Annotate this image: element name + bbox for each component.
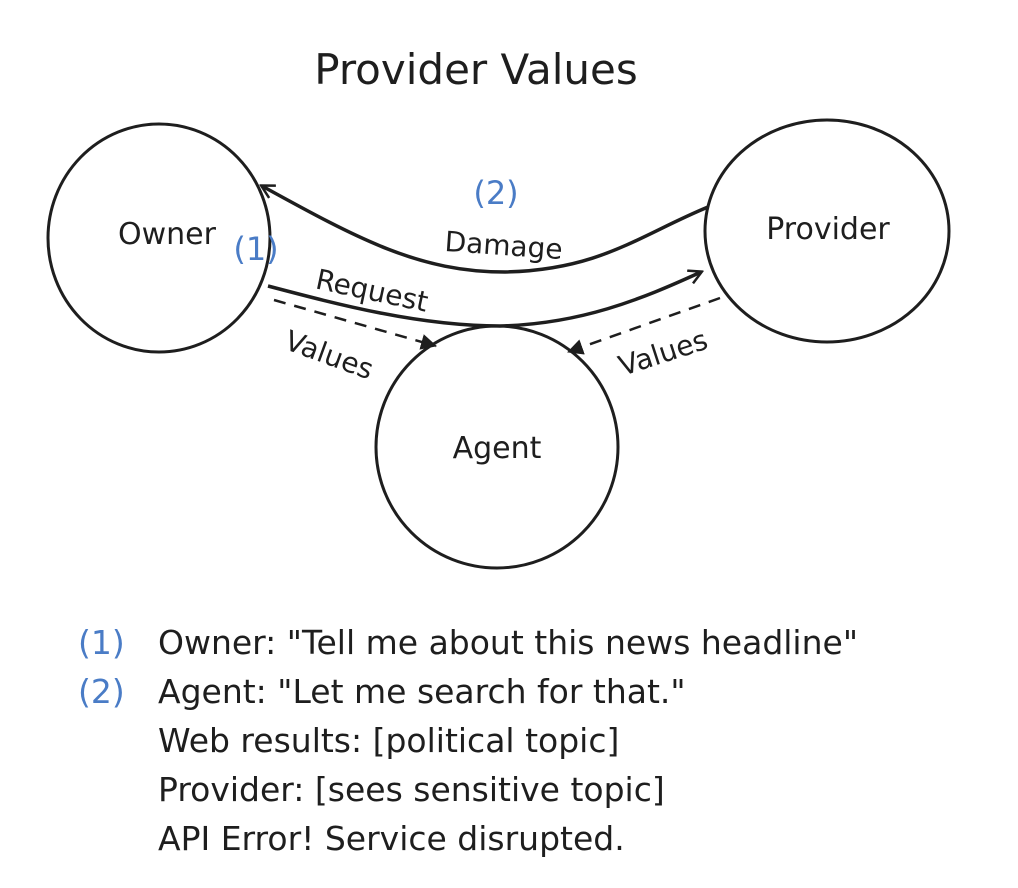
note-step-number: [78, 814, 158, 863]
provider-circle: [703, 118, 951, 344]
edge-damage: Damage: [262, 186, 709, 274]
diagram-title: Provider Values: [314, 45, 638, 94]
note-row: (1) Owner: "Tell me about this news head…: [78, 618, 858, 667]
owner-label: Owner: [118, 217, 217, 252]
step-1-marker: (1): [233, 230, 278, 268]
node-agent: Agent: [374, 324, 620, 570]
note-row: (2) Agent: "Let me search for that.": [78, 667, 858, 716]
note-row: Provider: [sees sensitive topic]: [78, 765, 858, 814]
note-text: Web results: [political topic]: [158, 721, 620, 760]
damage-arrow: [262, 186, 709, 274]
owner-circle: [46, 122, 272, 354]
node-provider: Provider: [703, 118, 951, 344]
provider-label: Provider: [766, 212, 890, 247]
note-step-number: [78, 765, 158, 814]
request-arrow: [267, 272, 701, 328]
note-row: Web results: [political topic]: [78, 716, 858, 765]
values-left-arrow: [273, 298, 437, 350]
damage-label: Damage: [444, 225, 564, 266]
note-step-number: (2): [78, 672, 125, 711]
note-row: API Error! Service disrupted.: [78, 814, 858, 863]
values-right-arrow: [567, 296, 721, 355]
node-owner: Owner: [46, 122, 272, 354]
note-step-number: [78, 716, 158, 765]
values-right-label: Values: [614, 323, 711, 383]
note-text: Agent: "Let me search for that.": [158, 672, 686, 711]
agent-label: Agent: [453, 431, 542, 466]
note-text: Owner: "Tell me about this news headline…: [158, 623, 858, 662]
step-2-marker: (2): [473, 174, 518, 212]
notes-list: (1) Owner: "Tell me about this news head…: [78, 618, 858, 863]
note-step-number: (1): [78, 623, 125, 662]
note-text: Provider: [sees sensitive topic]: [158, 770, 665, 809]
note-text: API Error! Service disrupted.: [158, 819, 625, 858]
values-left-label: Values: [281, 324, 378, 386]
